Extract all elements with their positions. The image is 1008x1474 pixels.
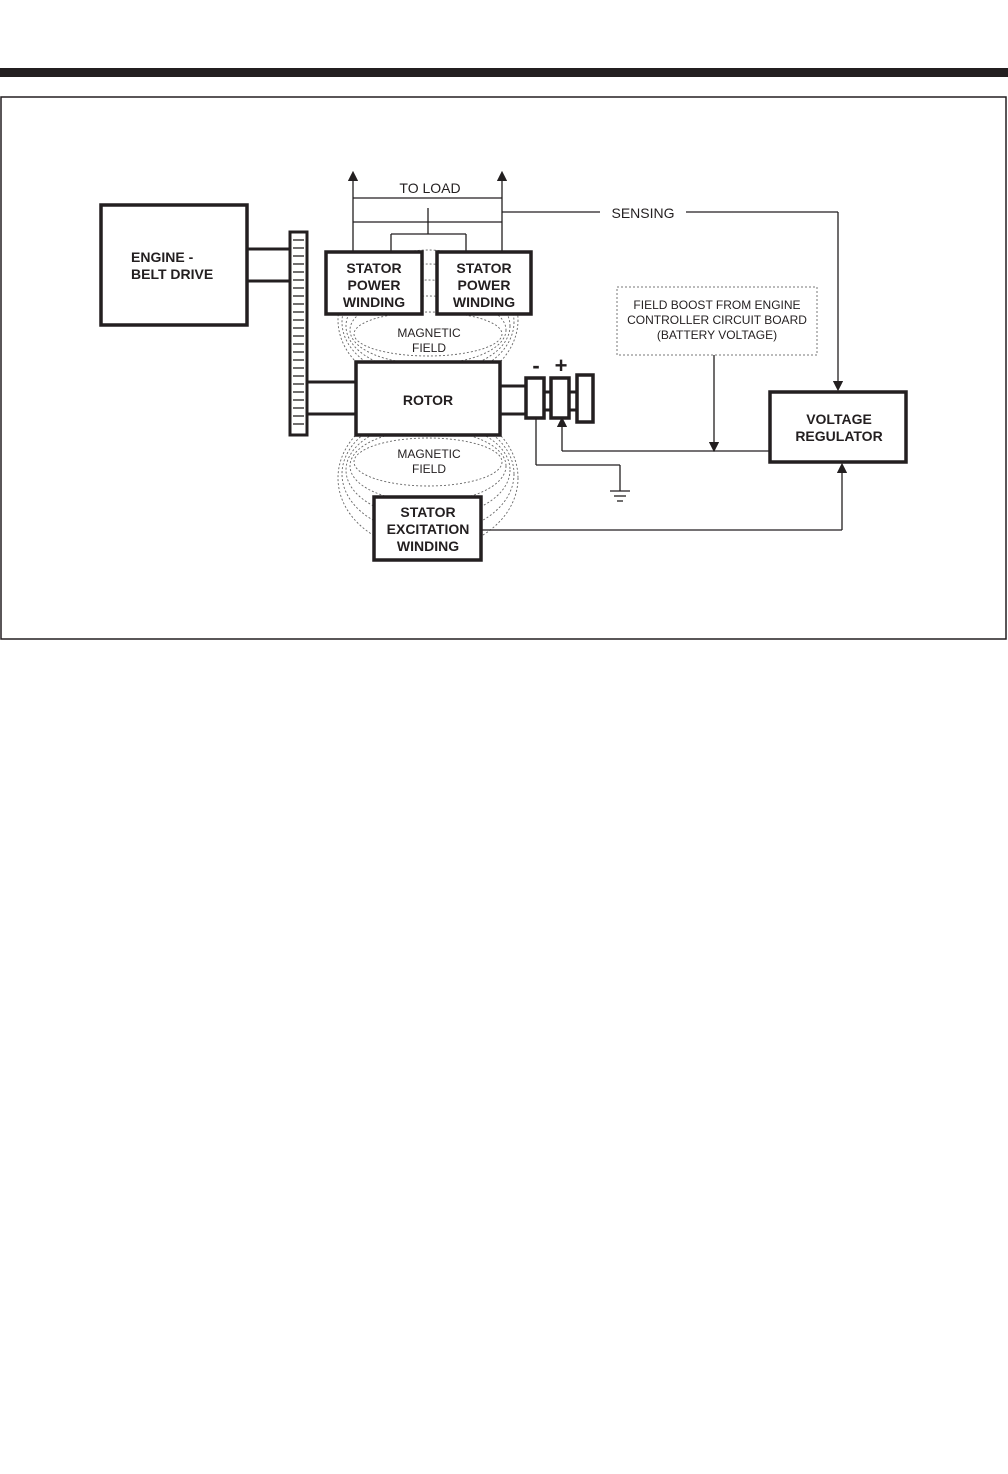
stator-power-left-line1: STATOR [346, 260, 401, 276]
alternator-block-diagram: TO LOAD SENSING ENGINE - BELT DRIVE STAT… [0, 96, 1007, 640]
field-boost-line3: (BATTERY VOLTAGE) [657, 328, 777, 342]
stator-excitation-line2: EXCITATION [387, 521, 470, 537]
rotor-label: ROTOR [403, 392, 453, 408]
engine-label-line1: ENGINE - [131, 249, 194, 265]
field-boost-box [616, 286, 818, 356]
stator-excitation-winding-box [372, 495, 483, 562]
sensing-label: SENSING [611, 205, 674, 221]
rotor-end-cap [575, 373, 595, 424]
rotor-box [354, 360, 502, 437]
sensing-wiring [502, 211, 844, 392]
magnetic-field-top-line1: MAGNETIC [397, 326, 461, 340]
excitation-to-regulator-wiring [481, 462, 848, 531]
page-header-rule [0, 68, 1008, 77]
ground-wiring [535, 418, 630, 502]
voltage-regulator-line1: VOLTAGE [806, 411, 872, 427]
voltage-regulator-line2: REGULATOR [795, 428, 882, 444]
to-load-wiring [347, 170, 508, 252]
stator-power-right-line3: WINDING [453, 294, 515, 310]
magnetic-field-bottom-line1: MAGNETIC [397, 447, 461, 461]
drive-belt [288, 230, 309, 437]
field-boost-line2: CONTROLLER CIRCUIT BOARD [627, 313, 807, 327]
to-load-label: TO LOAD [399, 180, 460, 196]
engine-shaft [247, 247, 290, 283]
engine-label-line2: BELT DRIVE [131, 266, 213, 282]
regulator-to-rotor-wiring [556, 416, 770, 452]
field-boost-line1: FIELD BOOST FROM ENGINE [633, 298, 800, 312]
stator-power-winding-left-box [324, 250, 424, 316]
engine-belt-drive-box [99, 203, 249, 327]
minus-label: - [532, 353, 539, 378]
plus-label: + [555, 353, 568, 378]
stator-power-winding-right-box [435, 250, 533, 316]
stator-excitation-line3: WINDING [397, 538, 459, 554]
stator-power-left-line3: WINDING [343, 294, 405, 310]
brush-plus [549, 376, 571, 420]
magnetic-field-top-line2: FIELD [412, 341, 446, 355]
brush-minus [524, 376, 546, 420]
voltage-regulator-box [768, 390, 908, 464]
stator-power-right-line1: STATOR [456, 260, 511, 276]
stator-excitation-line1: STATOR [400, 504, 455, 520]
magnetic-field-bottom-line2: FIELD [412, 462, 446, 476]
stator-power-left-line2: POWER [348, 277, 401, 293]
diagram-frame [0, 96, 1007, 640]
stator-power-right-line2: POWER [458, 277, 511, 293]
